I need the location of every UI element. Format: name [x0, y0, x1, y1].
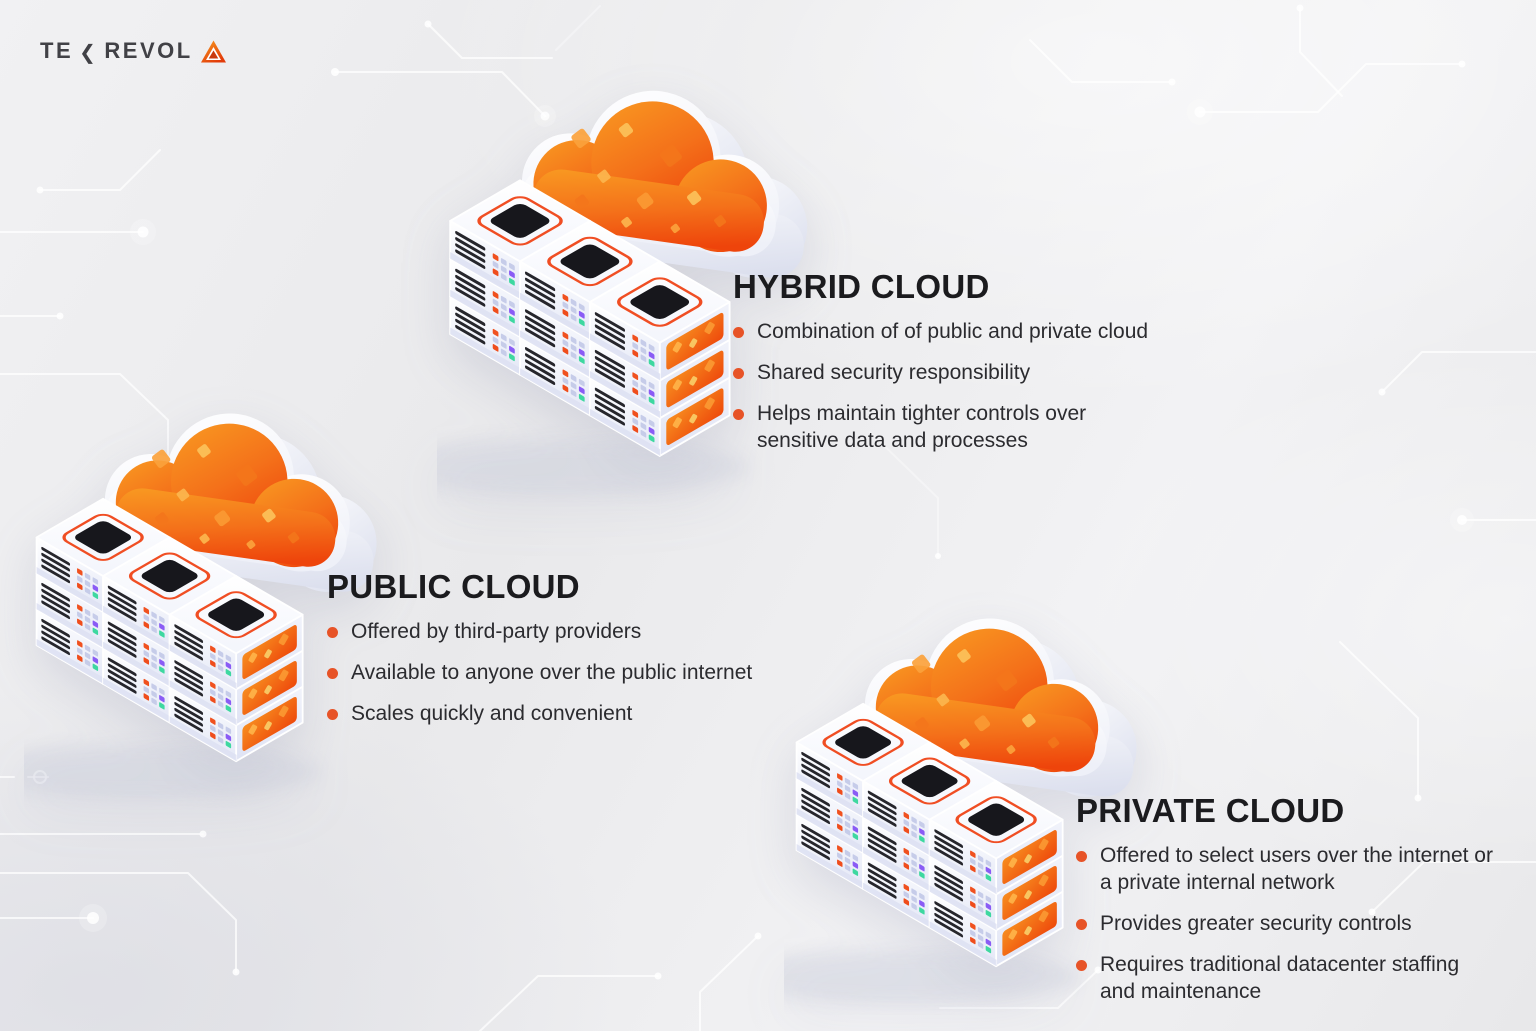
- bullet-list: Offered to select users over the interne…: [1076, 843, 1536, 1005]
- list-item: Scales quickly and convenient: [327, 701, 797, 728]
- bullet-dot-icon: [327, 708, 338, 720]
- section-title: PRIVATE CLOUD: [1076, 792, 1345, 829]
- bullet-text: Offered to select users over the interne…: [1100, 844, 1493, 894]
- logo-triangle-icon: [200, 40, 226, 62]
- list-item: Offered by third-party providers: [327, 619, 797, 646]
- bullet-list: Offered by third-party providers Availab…: [327, 619, 797, 728]
- bullet-text: Combination of of public and private clo…: [757, 320, 1149, 343]
- logo-text-post: REVOL: [104, 38, 193, 63]
- tekrevol-logo: TE❮REVOL: [40, 38, 227, 64]
- list-item: Shared security responsibility: [733, 360, 1203, 387]
- bullet-dot-icon: [733, 367, 744, 379]
- bullet-text: Requires traditional datacenter staffing…: [1100, 952, 1460, 1003]
- bullet-list: Combination of of public and private clo…: [733, 319, 1203, 455]
- bullet-text: Provides greater security controls: [1100, 911, 1412, 935]
- bullet-dot-icon: [1076, 959, 1087, 971]
- bullet-text: Available to anyone over the public inte…: [351, 660, 753, 684]
- section-hybrid-cloud: HYBRID CLOUD Combination of of public an…: [733, 268, 1203, 469]
- bullet-dot-icon: [327, 627, 338, 638]
- list-item: Available to anyone over the public inte…: [327, 660, 797, 687]
- bullet-text: Helps maintain tighter controls over sen…: [757, 401, 1087, 452]
- section-public-cloud: PUBLIC CLOUD Offered by third-party prov…: [327, 568, 797, 742]
- list-item: Helps maintain tighter controls over sen…: [733, 401, 1203, 455]
- bullet-dot-icon: [327, 667, 338, 679]
- bullet-dot-icon: [1076, 918, 1087, 930]
- section-private-cloud: PRIVATE CLOUD Offered to select users ov…: [1076, 792, 1536, 1019]
- bullet-dot-icon: [733, 408, 744, 420]
- section-title: HYBRID CLOUD: [733, 268, 990, 305]
- list-item: Requires traditional datacenter staffing…: [1076, 952, 1536, 1006]
- section-title: PUBLIC CLOUD: [327, 568, 580, 605]
- bullet-text: Offered by third-party providers: [351, 620, 642, 643]
- bullet-text: Scales quickly and convenient: [351, 701, 633, 725]
- logo-text-pre: TE: [40, 38, 74, 63]
- list-item: Offered to select users over the interne…: [1076, 843, 1536, 897]
- bullet-text: Shared security responsibility: [757, 360, 1031, 384]
- list-item: Provides greater security controls: [1076, 911, 1536, 938]
- logo-k-glyph: ❮: [79, 41, 99, 64]
- bullet-dot-icon: [1076, 851, 1087, 862]
- list-item: Combination of of public and private clo…: [733, 319, 1203, 346]
- bullet-dot-icon: [733, 327, 744, 338]
